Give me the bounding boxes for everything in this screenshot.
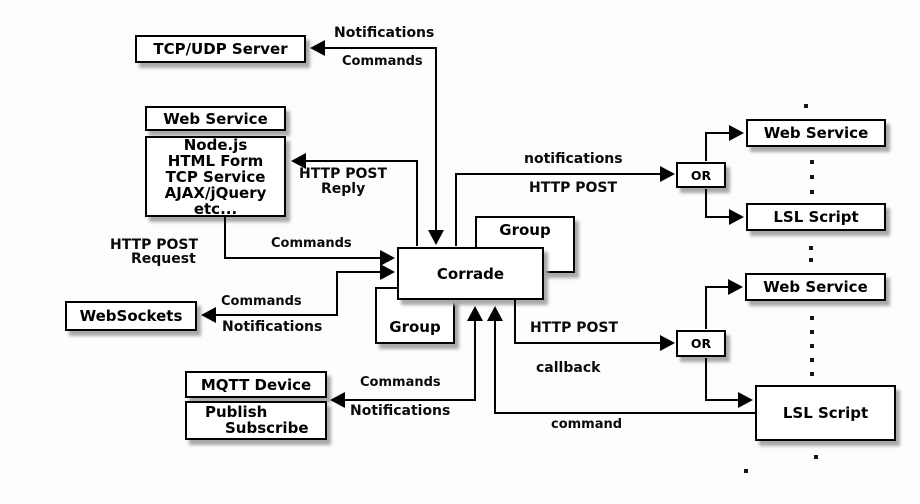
node-or-bottom: OR <box>676 330 726 357</box>
arrowheads <box>201 40 753 408</box>
node-label: Corrade <box>436 264 505 283</box>
node-mqtt-device: MQTT Device <box>185 371 327 398</box>
edge-label-commands: Commands <box>342 54 423 69</box>
stack-line: Node.js <box>183 135 248 154</box>
edge-tcp-corrade <box>325 47 437 231</box>
node-label: OR <box>690 336 712 351</box>
node-label: Group <box>499 221 551 239</box>
arrow-left-icon <box>330 392 345 408</box>
arrow-right-icon <box>660 166 675 182</box>
edge-label-commands: Commands <box>271 236 352 251</box>
node-publish-subscribe: Publish Subscribe <box>185 401 327 440</box>
arrow-right-icon <box>729 125 744 141</box>
node-web-service-right-bottom: Web Service <box>745 273 886 301</box>
node-lsl-script-right-bottom: LSL Script <box>755 385 896 441</box>
stack-line: etc... <box>193 199 238 218</box>
ellipsis-dots <box>744 104 818 473</box>
node-label: MQTT Device <box>200 375 312 394</box>
arrow-left-icon <box>310 40 325 56</box>
stack-line: TCP Service <box>165 167 266 186</box>
edge-label-notifications: Notifications <box>222 319 323 335</box>
node-label: Subscribe <box>225 418 309 437</box>
edge-label-commands: Commands <box>221 294 302 309</box>
node-label: OR <box>690 167 712 183</box>
arrow-up-icon <box>487 306 503 321</box>
node-lsl-script-right-top: LSL Script <box>746 203 886 231</box>
edge-label-notifications: notifications <box>524 151 623 167</box>
edge-label-commands: Commands <box>360 375 441 390</box>
edge-label-http-post-request: HTTP POST <box>110 237 199 253</box>
node-websockets: WebSockets <box>65 301 197 331</box>
node-label: Group <box>389 318 441 336</box>
edge-command <box>494 320 755 414</box>
node-label: Web Service <box>163 109 268 128</box>
node-tcp-udp-server: TCP/UDP Server <box>135 35 306 63</box>
node-label: TCP/UDP Server <box>153 40 288 58</box>
node-label: LSL Script <box>782 404 869 422</box>
edge-label-http-post-reply: HTTP POST <box>299 166 388 182</box>
edge-label-notifications: Notifications <box>334 25 435 41</box>
edge-websockets <box>216 271 381 316</box>
arrow-right-icon <box>380 264 395 280</box>
arrow-left-icon <box>291 153 306 169</box>
arrow-up-icon <box>467 306 483 321</box>
arrow-right-icon <box>738 392 753 408</box>
node-label: Web Service <box>763 278 868 296</box>
edge-label-reply: Reply <box>321 181 366 197</box>
stack-line: HTML Form <box>167 151 264 170</box>
node-label: Web Service <box>763 124 869 142</box>
edge-label-command: command <box>551 417 623 432</box>
edge-ortop-webservice <box>705 132 730 161</box>
edge-request <box>224 217 381 259</box>
arrow-left-icon <box>201 307 216 323</box>
node-web-service-right-top: Web Service <box>746 119 886 147</box>
node-corrade: Corrade <box>397 247 544 300</box>
edge-label-callback: callback <box>536 360 601 376</box>
arrow-down-icon <box>428 230 444 245</box>
node-or-top: OR <box>676 162 726 188</box>
edge-label-request: Request <box>131 251 196 267</box>
edge-label-notifications: Notifications <box>350 403 451 419</box>
edge-reply <box>306 160 418 246</box>
edge-orbottom-webservice <box>705 286 729 329</box>
edge-label-http-post: HTTP POST <box>530 320 619 336</box>
arrow-right-icon <box>380 250 395 266</box>
edge-notifications-right <box>455 173 661 246</box>
node-label: WebSockets <box>79 307 183 325</box>
edge-httppost-orbottom <box>514 300 661 344</box>
arrow-right-icon <box>729 209 744 225</box>
edge-label-http-post: HTTP POST <box>529 180 618 196</box>
edge-mqtt <box>344 320 476 401</box>
edge-ortop-lsl <box>705 189 730 218</box>
arrow-right-icon <box>660 335 675 351</box>
node-web-stack: Node.js HTML Form TCP Service AJAX/jQuer… <box>145 136 286 217</box>
stack-line: AJAX/jQuery <box>164 183 267 202</box>
edge-orbottom-lsl <box>705 358 739 401</box>
node-label: LSL Script <box>773 208 859 226</box>
node-web-service-left: Web Service <box>145 106 286 131</box>
arrow-right-icon <box>728 279 743 295</box>
node-label: Publish <box>205 403 268 421</box>
